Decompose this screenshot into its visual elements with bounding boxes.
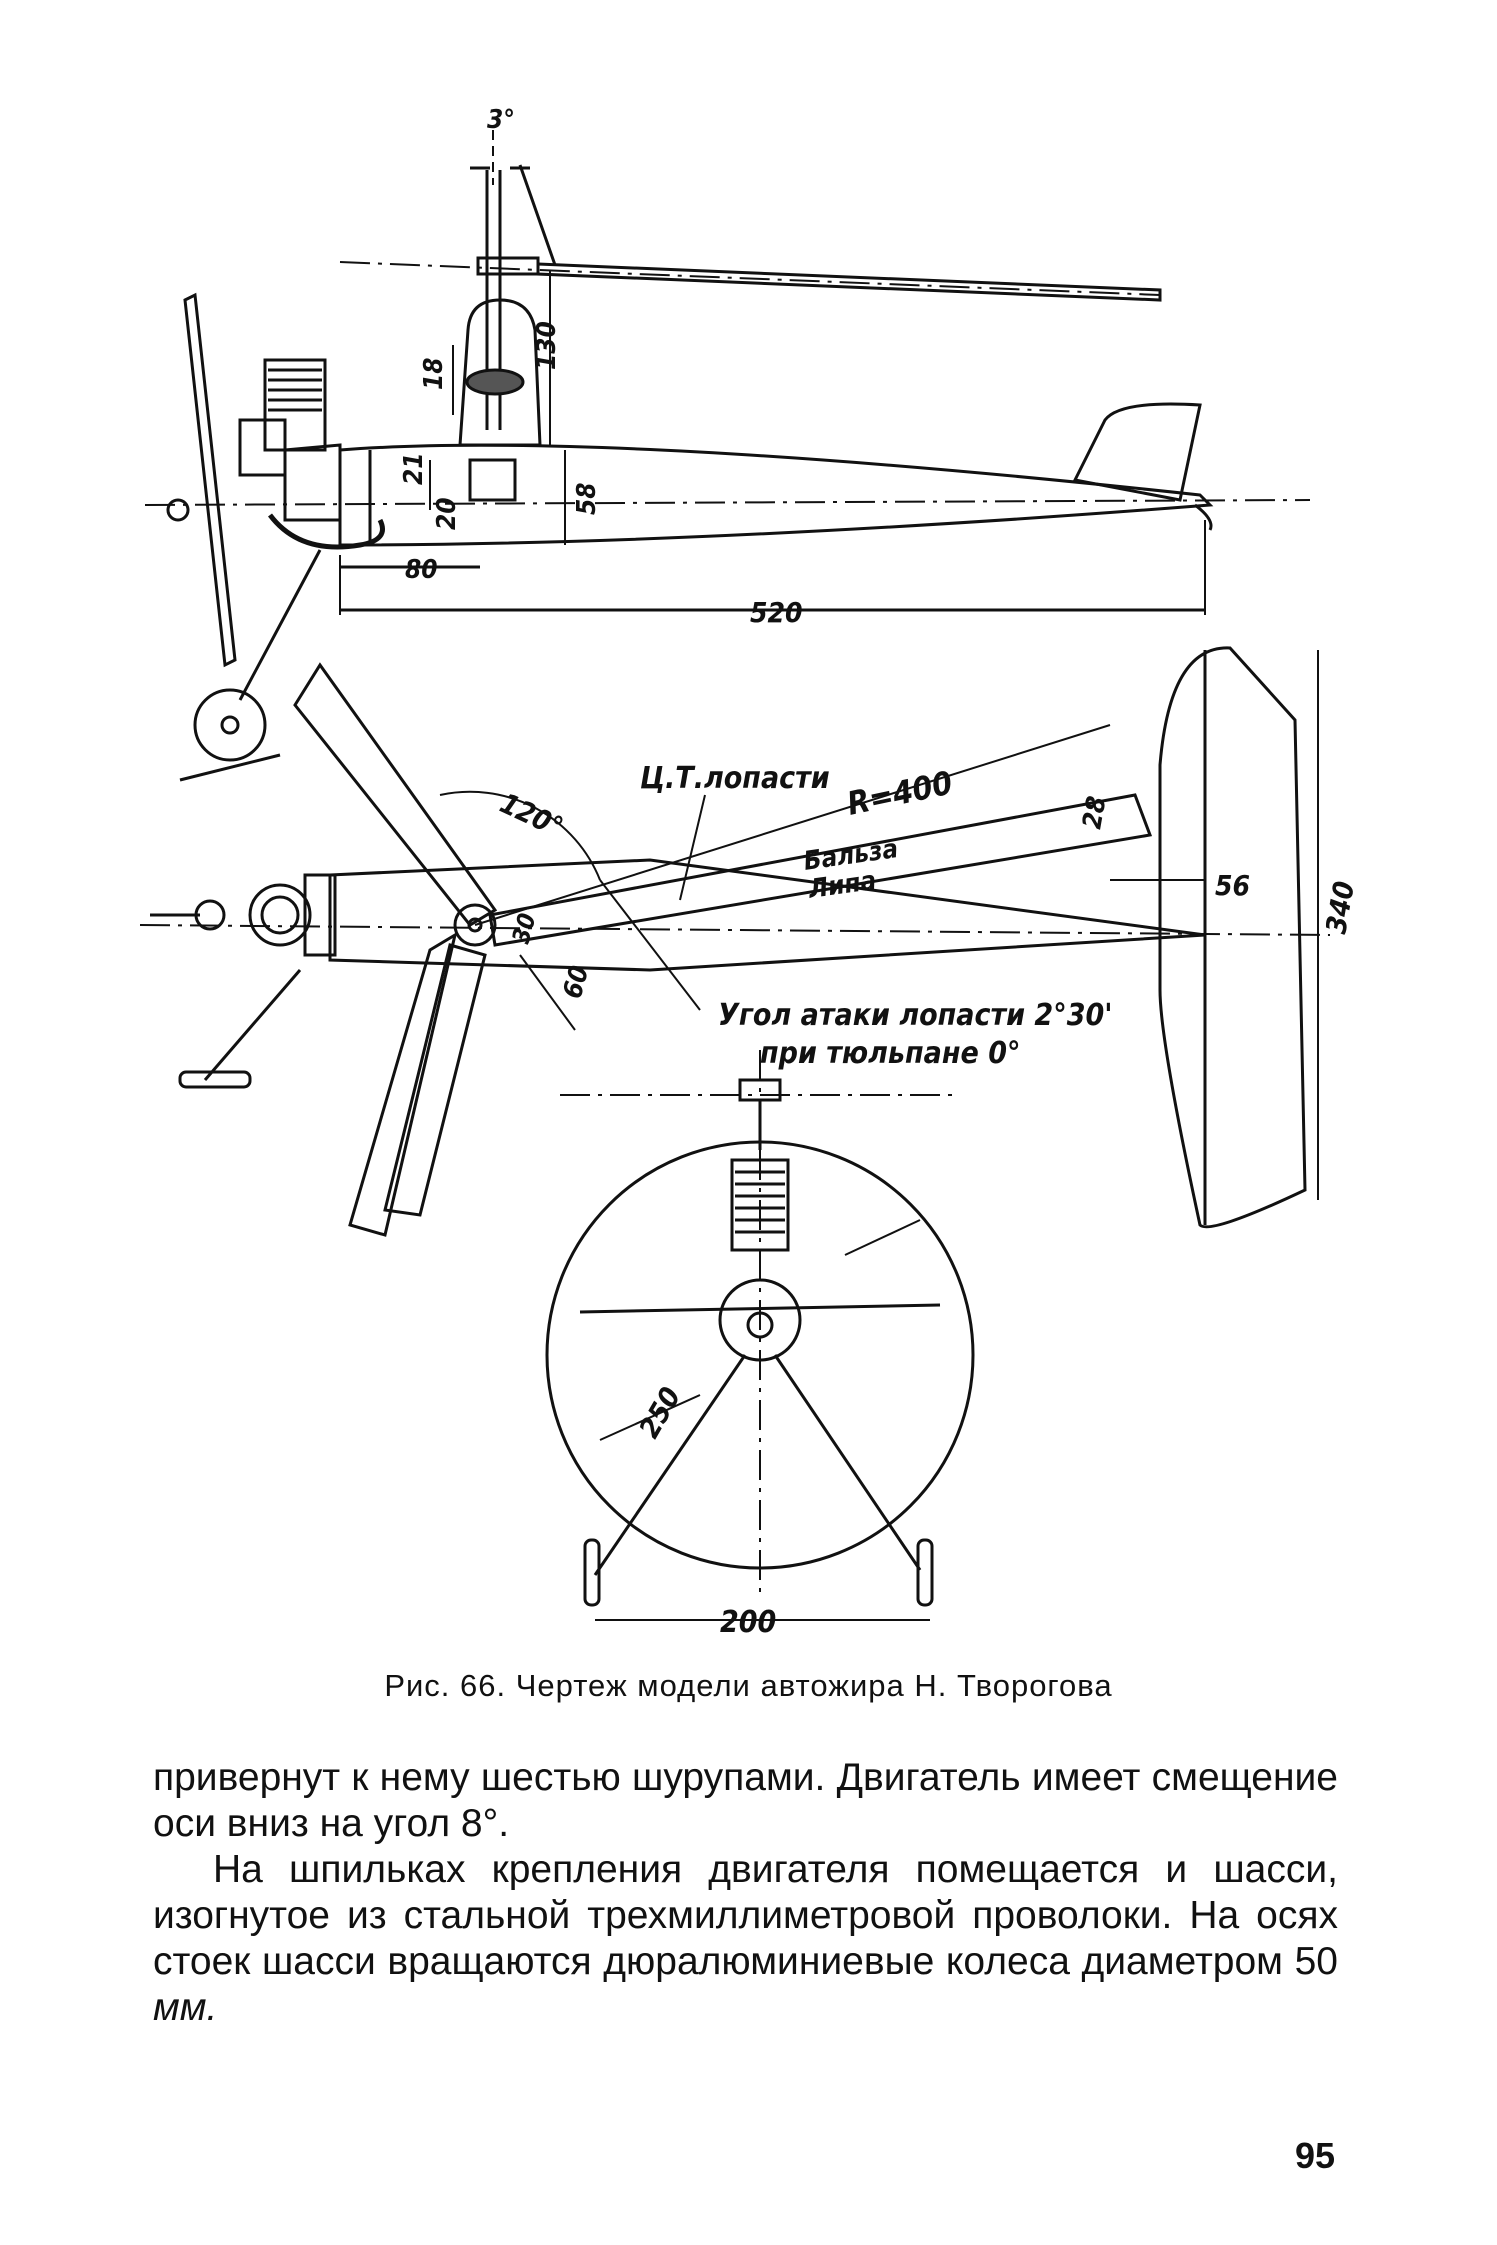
dim-56-label: 56: [1215, 869, 1250, 902]
side-view: 3° 130 18 21 20 58 80 520: [144, 105, 1311, 782]
top-view: Ц.Т.лопасти R=400 Бальза Липа 120° 28 56…: [139, 646, 1361, 1237]
dim-20-label: 20: [432, 497, 462, 530]
figure-caption: Рис. 66. Чертеж модели автожира Н. Творо…: [384, 1668, 1113, 1703]
front-view: 250 200: [545, 1050, 975, 1640]
paragraph-1: привернут к нему шестью шурупами. Двигат…: [153, 1756, 1338, 1845]
dim-28-label: 28: [1077, 794, 1112, 831]
attack-angle-line2: при тюльпане 0°: [760, 1036, 1020, 1071]
dim-80-label: 80: [405, 555, 438, 585]
autogyro-drawing: 3° 130 18 21 20 58 80 520: [139, 105, 1361, 1640]
attack-angle-line1: Угол атаки лопасти 2°30': [718, 998, 1113, 1033]
angle-120-label: 120°: [495, 786, 568, 843]
dim-520-label: 520: [750, 596, 803, 629]
page-number: 95: [1295, 2135, 1336, 2176]
dim-130-label: 130: [532, 321, 562, 370]
tilt-angle-label: 3°: [487, 105, 515, 135]
dim-30-label: 30: [507, 910, 542, 946]
unit-mm: мм.: [153, 1986, 218, 2029]
paragraph-2-text: На шпильках крепления двигателя помещает…: [153, 1848, 1338, 1983]
blade-cp-label: Ц.Т.лопасти: [640, 761, 830, 796]
dim-21-label: 21: [399, 452, 429, 485]
dim-18-label: 18: [419, 357, 449, 390]
radius-label: R=400: [844, 764, 956, 823]
dim-250-label: 250: [632, 1381, 687, 1443]
dim-200-label: 200: [720, 1605, 776, 1640]
body-text: привернут к нему шестью шурупами. Двигат…: [153, 1755, 1338, 2031]
paragraph-2: На шпильках крепления двигателя помещает…: [153, 1847, 1338, 2031]
dim-58-label: 58: [572, 482, 602, 515]
dim-340-label: 340: [1319, 879, 1361, 937]
